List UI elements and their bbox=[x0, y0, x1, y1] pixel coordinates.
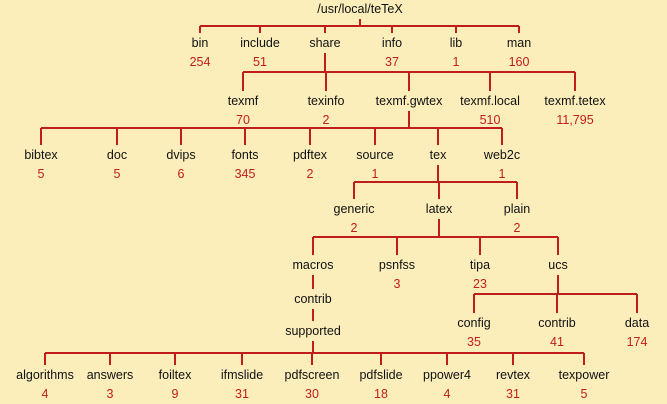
node-count-algorithms: 4 bbox=[41, 387, 49, 401]
node-label-pdftex: pdftex bbox=[292, 148, 328, 162]
node-label-web2c: web2c bbox=[483, 148, 521, 162]
node-label-pdfscreen: pdfscreen bbox=[284, 368, 340, 382]
node-label-latex: latex bbox=[425, 202, 453, 216]
node-count-generic: 2 bbox=[350, 221, 358, 235]
node-count-web2c: 1 bbox=[498, 167, 506, 181]
node-label-dvips: dvips bbox=[166, 148, 196, 162]
node-count-lib: 1 bbox=[452, 55, 460, 69]
node-count-config: 35 bbox=[467, 335, 481, 349]
node-label-texmf-gwtex: texmf.gwtex bbox=[375, 94, 443, 108]
node-label-include: include bbox=[240, 36, 280, 50]
node-label-foiltex: foiltex bbox=[158, 368, 192, 382]
node-count-source: 1 bbox=[371, 167, 379, 181]
node-label-man: man bbox=[506, 36, 532, 50]
node-count-include: 51 bbox=[253, 55, 267, 69]
node-label-contrib-macros: contrib bbox=[294, 292, 332, 306]
node-count-psnfss: 3 bbox=[393, 277, 401, 291]
node-count-foiltex: 9 bbox=[171, 387, 179, 401]
node-count-texmf-local: 510 bbox=[479, 113, 501, 127]
node-count-data: 174 bbox=[626, 335, 648, 349]
node-count-fonts: 345 bbox=[234, 167, 256, 181]
node-label-pdfslide: pdfslide bbox=[359, 368, 403, 382]
node-count-ifmslide: 31 bbox=[235, 387, 249, 401]
node-label-lib: lib bbox=[449, 36, 463, 50]
node-label-root: /usr/local/teTeX bbox=[317, 2, 403, 16]
node-count-tipa: 23 bbox=[473, 277, 487, 291]
node-label-macros: macros bbox=[292, 258, 334, 272]
node-label-texmf-local: texmf.local bbox=[460, 94, 520, 108]
node-count-doc: 5 bbox=[113, 167, 121, 181]
node-label-revtex: revtex bbox=[495, 368, 531, 382]
node-label-tipa: tipa bbox=[469, 258, 491, 272]
node-count-contrib-ucs: 41 bbox=[550, 335, 564, 349]
node-label-texmf-tetex: texmf.tetex bbox=[544, 94, 606, 108]
node-label-bibtex: bibtex bbox=[24, 148, 58, 162]
node-label-source: source bbox=[356, 148, 394, 162]
node-label-tex: tex bbox=[429, 148, 447, 162]
node-label-bin: bin bbox=[191, 36, 209, 50]
node-label-generic: generic bbox=[333, 202, 375, 216]
node-count-pdfslide: 18 bbox=[374, 387, 388, 401]
node-label-fonts: fonts bbox=[231, 148, 259, 162]
node-label-contrib-ucs: contrib bbox=[538, 316, 576, 330]
node-label-algorithms: algorithms bbox=[16, 368, 74, 382]
node-count-texmf-tetex: 11,795 bbox=[556, 113, 594, 127]
node-count-info: 37 bbox=[385, 55, 399, 69]
node-label-share: share bbox=[309, 36, 341, 50]
node-label-data: data bbox=[624, 316, 650, 330]
node-label-ppower4: ppower4 bbox=[423, 368, 471, 382]
node-count-dvips: 6 bbox=[177, 167, 185, 181]
node-label-info: info bbox=[381, 36, 403, 50]
node-count-man: 160 bbox=[508, 55, 530, 69]
node-count-revtex: 31 bbox=[506, 387, 520, 401]
node-count-answers: 3 bbox=[106, 387, 114, 401]
node-count-bin: 254 bbox=[189, 55, 211, 69]
node-label-psnfss: psnfss bbox=[378, 258, 416, 272]
node-label-texinfo: texinfo bbox=[307, 94, 345, 108]
node-label-supported: supported bbox=[285, 324, 341, 338]
node-label-plain: plain bbox=[503, 202, 531, 216]
node-count-texmf: 70 bbox=[236, 113, 250, 127]
node-count-pdfscreen: 30 bbox=[305, 387, 319, 401]
node-label-ucs: ucs bbox=[548, 258, 568, 272]
node-count-bibtex: 5 bbox=[37, 167, 45, 181]
node-label-ifmslide: ifmslide bbox=[220, 368, 264, 382]
node-count-texpower: 5 bbox=[580, 387, 588, 401]
node-count-ppower4: 4 bbox=[443, 387, 451, 401]
node-label-doc: doc bbox=[106, 148, 128, 162]
node-label-answers: answers bbox=[86, 368, 134, 382]
node-label-texpower: texpower bbox=[558, 368, 610, 382]
node-count-texinfo: 2 bbox=[322, 113, 330, 127]
node-count-plain: 2 bbox=[513, 221, 521, 235]
node-count-pdftex: 2 bbox=[306, 167, 314, 181]
node-label-config: config bbox=[457, 316, 491, 330]
node-label-texmf: texmf bbox=[227, 94, 259, 108]
